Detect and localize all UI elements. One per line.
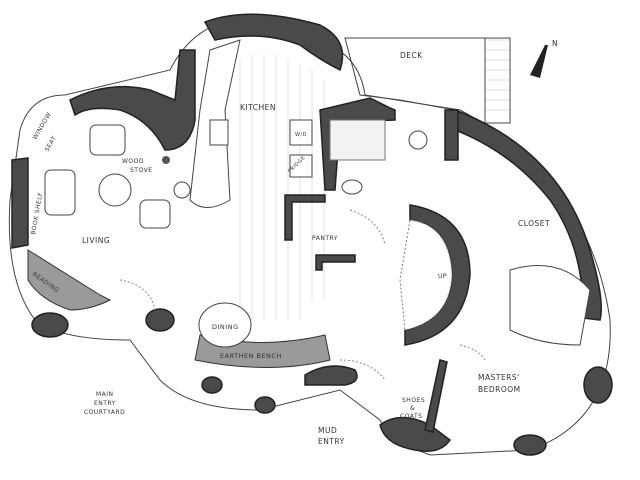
label-book-shelf: BOOK SHELF [30,192,44,236]
label-closet: CLOSET [518,219,550,228]
label-washer-dryer: W/D [295,132,307,138]
label-entry-2: ENTRY [94,400,116,407]
north-arrow-icon [530,45,548,78]
label-shoes-2: & [410,405,415,412]
compass-label: N [552,39,558,48]
wall-living-north [69,49,196,151]
wall-north [203,13,344,72]
kitchen-floor [239,55,325,320]
label-window-seat-1: WINDOW [32,111,53,141]
wall-book-shelf [11,157,29,249]
label-kitchen: KITCHEN [240,103,276,112]
toilet [341,179,363,195]
label-pantry: PANTRY [312,235,338,242]
label-window-seat-2: SEAT [44,135,59,153]
label-shoes-1: SHOES [402,397,425,404]
reading-bench [27,249,112,311]
label-mud-1: MUD [318,426,337,435]
shower [329,119,386,161]
label-bedroom-1: MASTERS' [478,373,520,382]
wall-closet [444,109,459,161]
label-entry-3: COURTYARD [84,409,125,416]
label-entry-1: MAIN [96,391,114,398]
label-stairs-up: UP [438,273,447,280]
furniture [44,119,591,348]
label-deck: DECK [400,51,423,60]
label-earthen-bench: EARTHEN BENCH [220,352,282,360]
label-wood-stove-1: WOOD [122,158,144,165]
water-heater [408,130,428,150]
spiral-stair [399,204,471,346]
label-dining: DINING [212,323,239,331]
door-swings [119,209,486,381]
label-mud-2: ENTRY [318,437,345,446]
wall-pantry-2 [315,254,356,271]
label-wood-stove-2: STOVE [130,167,153,174]
label-bedroom-2: BEDROOM [478,385,521,394]
label-shoes-3: COATS [400,413,422,420]
wall-segments [31,308,613,456]
wall-pantry [284,194,326,241]
label-living: LIVING [82,236,110,245]
